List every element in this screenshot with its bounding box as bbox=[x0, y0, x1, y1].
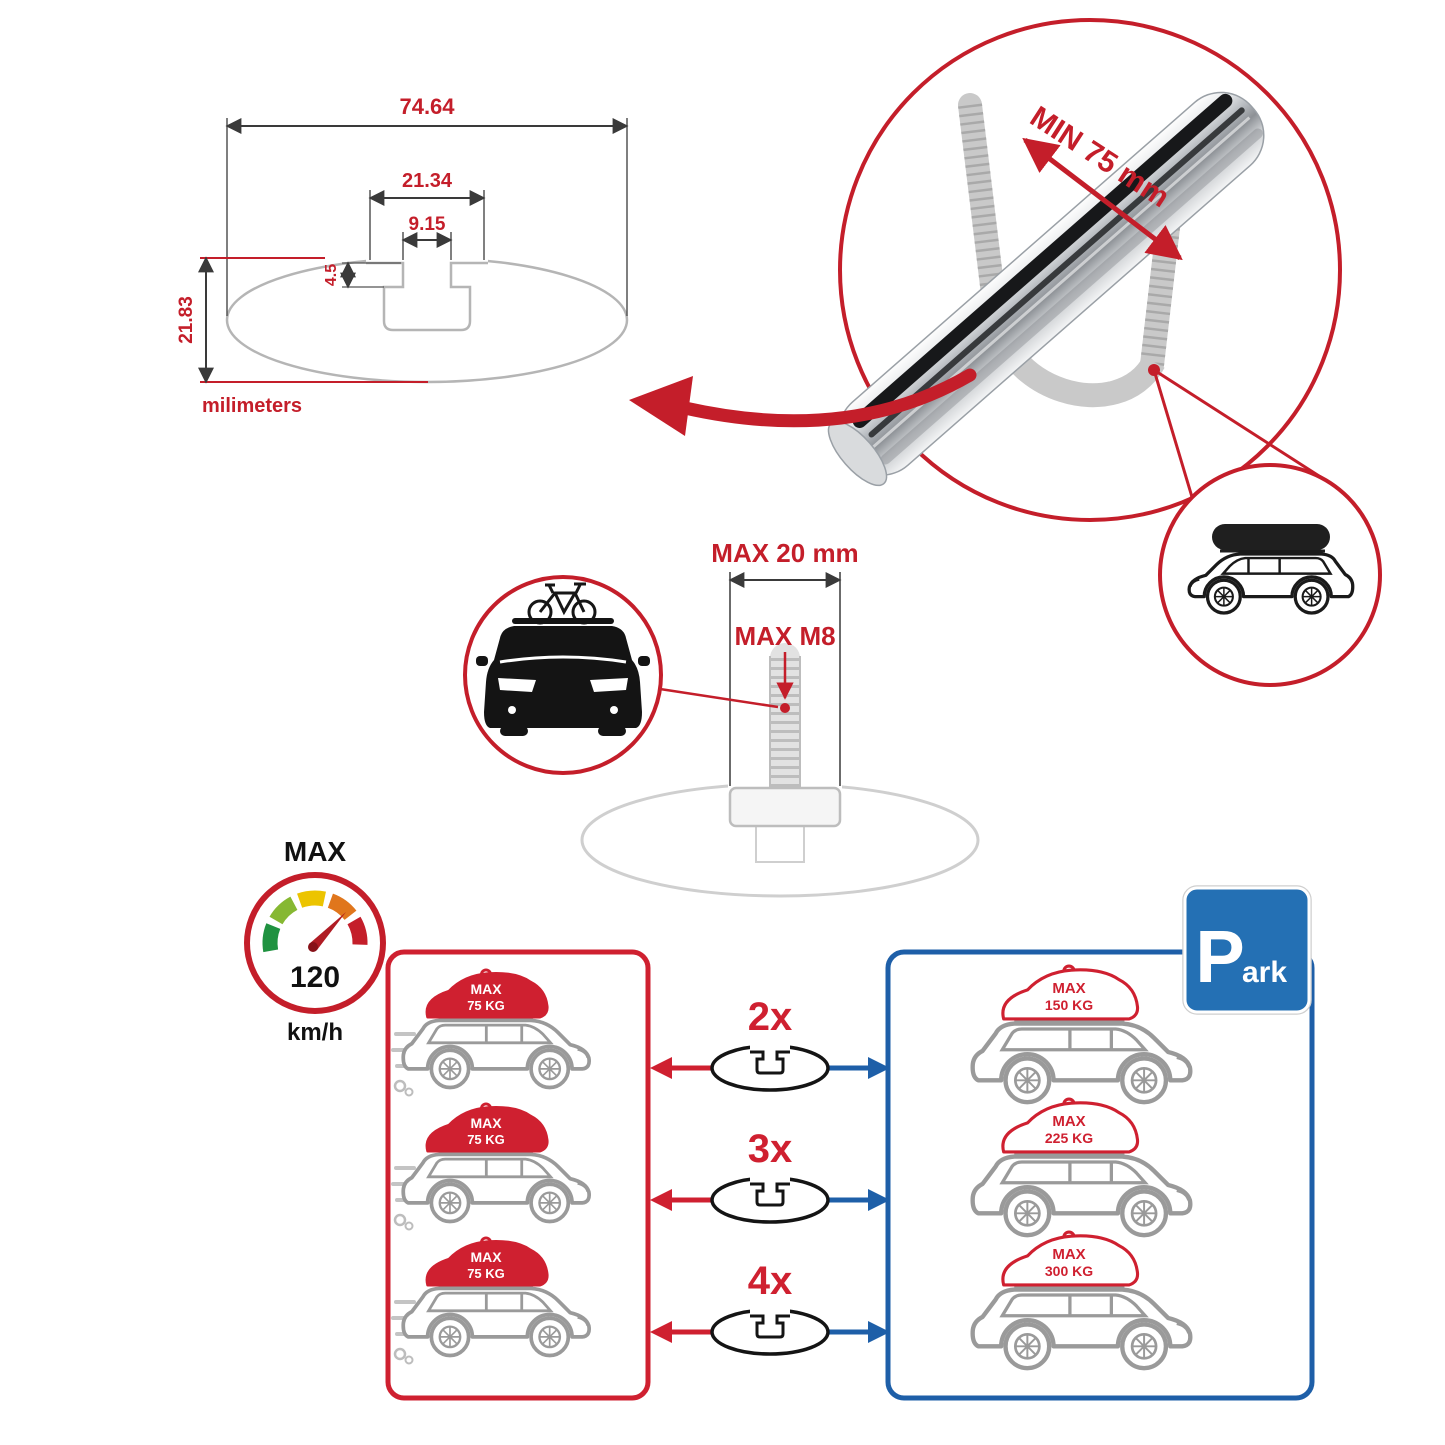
exhaust-puff bbox=[404, 1221, 414, 1231]
bolt-diagram: MAX 20 mm MAX M8 bbox=[463, 538, 980, 898]
right-arrowhead bbox=[868, 1189, 890, 1211]
park-sign: P ark bbox=[1182, 885, 1312, 1015]
dim-total-width-label: 74.64 bbox=[399, 94, 455, 119]
exhaust-puff bbox=[404, 1355, 414, 1365]
driving-car: MAX 75 KG bbox=[391, 968, 592, 1097]
speed-limit-gauge: MAX 120 km/h bbox=[244, 836, 386, 1046]
units-label: milimeters bbox=[202, 395, 302, 417]
speed-unit: km/h bbox=[287, 1019, 343, 1046]
load-label: MAX bbox=[1052, 1246, 1085, 1263]
gauge-arc-green bbox=[262, 923, 281, 953]
load-value: 150 KG bbox=[1045, 997, 1093, 1013]
bar-detail-circle: MIN 75 mm bbox=[827, 18, 1382, 687]
load-label: MAX bbox=[470, 1249, 502, 1265]
exhaust-puff bbox=[393, 1079, 407, 1093]
gauge-arc-orange bbox=[327, 893, 357, 921]
parked-car: MAX 300 KG bbox=[973, 1230, 1191, 1368]
load-label: MAX bbox=[1052, 1113, 1085, 1130]
bolt-base-plate bbox=[728, 786, 842, 828]
multiplier-label: 4x bbox=[748, 1259, 793, 1303]
headlight-left bbox=[498, 678, 536, 692]
right-arrowhead bbox=[868, 1057, 890, 1079]
mirror-right bbox=[638, 656, 650, 666]
headlight-right bbox=[590, 678, 628, 692]
multiplier-label: 3x bbox=[748, 1127, 793, 1171]
load-panels: P ark 2x 3x 4x bbox=[385, 885, 1315, 1401]
curved-pointer-arrow bbox=[629, 368, 977, 436]
load-value: 300 KG bbox=[1045, 1263, 1093, 1279]
multiplier-row: 4x bbox=[650, 1259, 890, 1356]
park-sign-ark: ark bbox=[1242, 956, 1287, 989]
load-value: 75 KG bbox=[467, 998, 505, 1013]
max-20-label: MAX 20 mm bbox=[711, 538, 858, 568]
speed-value: 120 bbox=[290, 961, 340, 994]
dim-slot-depth-label: 4.5 bbox=[323, 264, 340, 286]
left-arrowhead bbox=[650, 1189, 672, 1211]
connector-line bbox=[1153, 368, 1331, 485]
channel-ghost bbox=[755, 825, 805, 863]
roof-box bbox=[1212, 524, 1330, 550]
parked-car: MAX 225 KG bbox=[973, 1097, 1191, 1235]
gauge-needle bbox=[309, 912, 346, 950]
right-arrowhead bbox=[868, 1321, 890, 1343]
dim-channel-width-label: 21.34 bbox=[402, 170, 453, 192]
roof-rack-bar bbox=[512, 618, 614, 624]
parked-car: MAX 150 KG bbox=[973, 964, 1191, 1102]
load-value: 225 KG bbox=[1045, 1130, 1093, 1146]
dim-slot-width-label: 9.15 bbox=[409, 214, 446, 235]
multiplier-row: 2x bbox=[650, 995, 890, 1092]
multiplier-row: 3x bbox=[650, 1127, 890, 1224]
max-m8-label: MAX M8 bbox=[734, 621, 835, 651]
m8-dot bbox=[780, 703, 790, 713]
gauge-pivot bbox=[308, 942, 318, 952]
exhaust-puff bbox=[404, 1087, 414, 1097]
dim-total-height-label: 21.83 bbox=[176, 296, 197, 344]
min-clamp-arrow bbox=[1022, 137, 1183, 261]
left-arrowhead bbox=[650, 1057, 672, 1079]
mirror-left bbox=[476, 656, 488, 666]
car-front-icon bbox=[476, 618, 650, 736]
load-value: 75 KG bbox=[467, 1266, 505, 1281]
car-roofbox-circle bbox=[1158, 463, 1382, 687]
crossbar-cross-section-diagram: 74.64 21.34 9.15 4.5 21.83 milimeters bbox=[176, 94, 629, 417]
arrowhead bbox=[629, 376, 693, 436]
pointer-line bbox=[659, 687, 779, 709]
load-value: 75 KG bbox=[467, 1132, 505, 1147]
gauge-arc-lime bbox=[269, 896, 298, 925]
exhaust-puff bbox=[393, 1213, 407, 1227]
speedometer-icon bbox=[262, 890, 368, 953]
gauge-arc-yellow bbox=[297, 890, 326, 908]
driving-car: MAX 75 KG bbox=[391, 1102, 592, 1231]
connector-line bbox=[1152, 369, 1194, 498]
load-label: MAX bbox=[470, 1115, 502, 1131]
driving-car: MAX 75 KG bbox=[391, 1236, 592, 1365]
left-arrowhead bbox=[650, 1321, 672, 1343]
load-label: MAX bbox=[1052, 980, 1085, 997]
multiplier-label: 2x bbox=[748, 995, 793, 1039]
exhaust-puff bbox=[393, 1347, 407, 1361]
car-front-circle bbox=[463, 575, 663, 775]
t-slot-channel bbox=[366, 261, 488, 332]
load-label: MAX bbox=[470, 981, 502, 997]
park-sign-p: P bbox=[1195, 915, 1244, 998]
speed-max-label: MAX bbox=[284, 836, 347, 867]
gauge-arc-red bbox=[347, 916, 368, 945]
